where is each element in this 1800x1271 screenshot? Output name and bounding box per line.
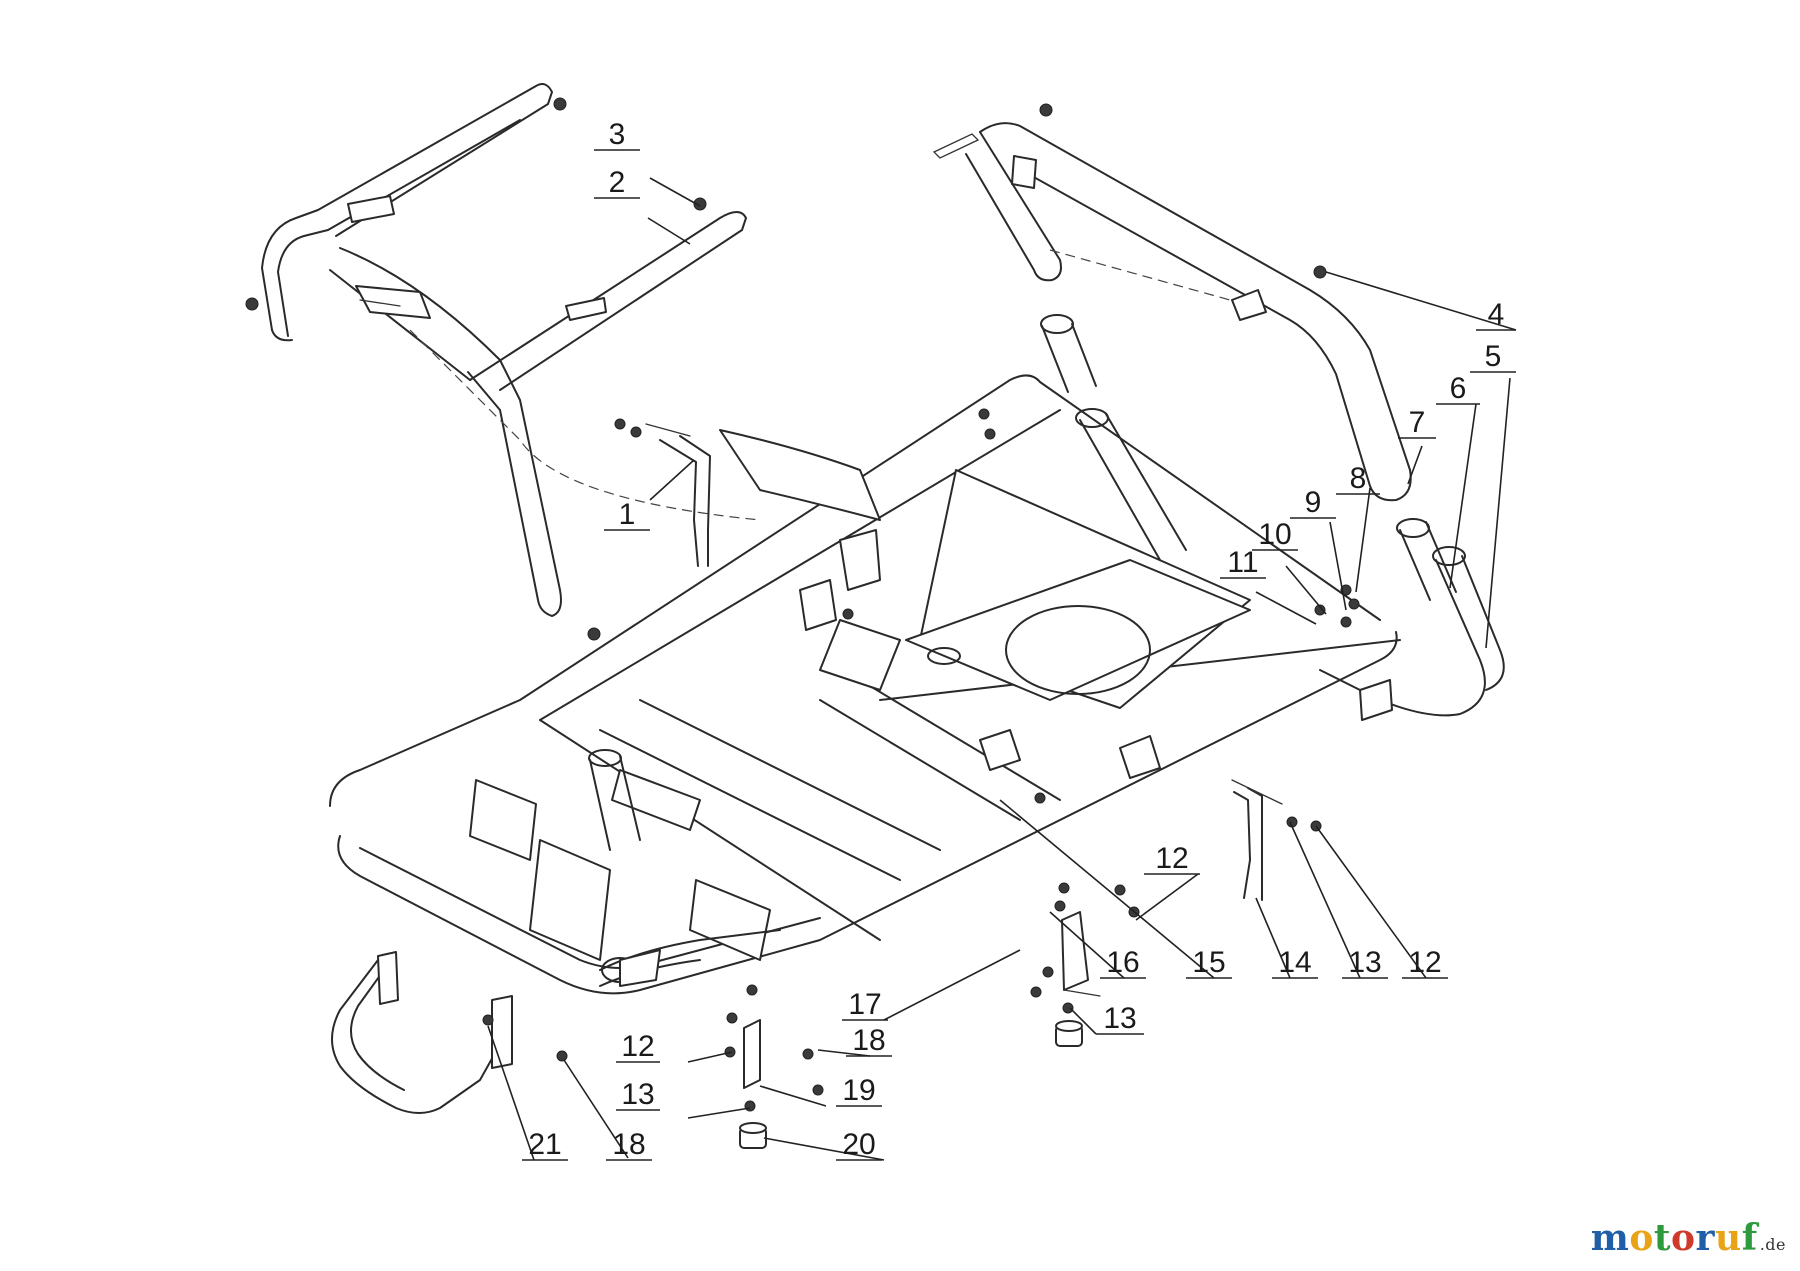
callout-9: 9 [1290,486,1336,519]
callout-10: 10 [1252,518,1298,551]
lever-right [1233,787,1263,901]
fasteners [245,97,1360,1112]
callout-13-mid: 13 [1096,1002,1144,1035]
callout-6: 6 [1436,372,1480,405]
brand-tld: .de [1759,1235,1786,1254]
svg-text:9: 9 [1305,486,1322,519]
callout-17: 17 [842,988,888,1021]
callout-14: 14 [1272,946,1318,979]
callout-13-left: 13 [616,1078,660,1111]
callout-13-right: 13 [1342,946,1388,979]
brand-letter: r [1695,1217,1716,1259]
svg-text:17: 17 [848,988,881,1021]
svg-text:16: 16 [1106,946,1139,979]
svg-text:6: 6 [1450,372,1467,405]
svg-text:2: 2 [609,166,626,199]
frame-artwork [245,83,1505,1149]
svg-text:13: 13 [1348,946,1381,979]
callout-18-right: 18 [846,1024,892,1057]
svg-text:10: 10 [1258,518,1291,551]
connector-tubes [1040,314,1505,717]
svg-text:15: 15 [1192,946,1225,979]
callout-2: 2 [594,166,640,199]
callout-1: 1 [604,498,650,531]
callout-18-left: 18 [606,1128,652,1161]
callout-5: 5 [1470,340,1516,373]
svg-text:5: 5 [1485,340,1502,373]
callout-4: 4 [1476,298,1516,331]
mount-brackets [739,911,1101,1149]
svg-text:20: 20 [842,1128,875,1161]
callout-11: 11 [1220,546,1266,579]
callout-12-left: 12 [616,1030,660,1063]
brand-letter: t [1653,1217,1672,1259]
roll-bar-left [261,83,747,617]
svg-text:19: 19 [842,1074,875,1107]
step-bar [331,951,513,1114]
brand-logo: motoruf.de [1591,1217,1786,1259]
callout-7: 7 [1398,406,1436,439]
routing-line [409,329,761,521]
routing-line [1049,249,1231,301]
svg-text:14: 14 [1278,946,1311,979]
callout-16: 16 [1100,946,1146,979]
callout-15: 15 [1186,946,1232,979]
brand-letter: o [1629,1217,1654,1259]
svg-text:12: 12 [1408,946,1441,979]
callout-19: 19 [836,1074,882,1107]
callout-21: 21 [522,1128,568,1161]
callout-12-right: 12 [1402,946,1448,979]
svg-text:1: 1 [619,498,636,531]
callout-20: 20 [836,1128,882,1161]
svg-text:7: 7 [1409,406,1426,439]
svg-text:13: 13 [621,1078,654,1111]
callout-3: 3 [594,118,640,151]
svg-text:18: 18 [612,1128,645,1161]
svg-text:12: 12 [1155,842,1188,875]
roll-bar-right [932,122,1412,502]
lever-left [659,435,711,567]
brand-letter: f [1741,1217,1758,1259]
svg-text:4: 4 [1488,298,1505,331]
brand-letter: o [1671,1217,1696,1259]
callout-12-upper: 12 [1144,842,1200,875]
main-chassis [329,374,1401,995]
brand-letter: m [1590,1217,1630,1259]
svg-text:11: 11 [1227,546,1258,579]
brand-letter: u [1715,1217,1742,1259]
callout-8: 8 [1336,462,1380,495]
svg-text:21: 21 [528,1128,561,1161]
svg-text:18: 18 [852,1024,885,1057]
callout-leaders [487,177,1517,1161]
svg-text:12: 12 [621,1030,654,1063]
callouts: 1 3 2 4 5 6 7 8 [522,118,1516,1161]
svg-text:13: 13 [1103,1002,1136,1035]
svg-text:3: 3 [609,118,626,151]
svg-text:8: 8 [1350,462,1367,495]
